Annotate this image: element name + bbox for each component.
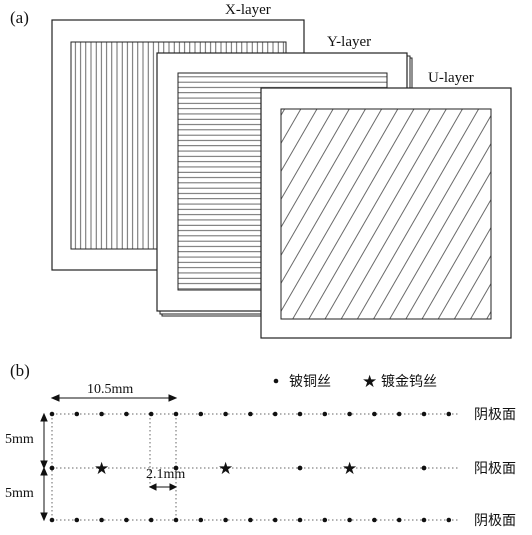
row-label-cathode-bottom: 阴极面 [474,513,516,529]
cathode-wire-bottom [248,517,253,523]
pitch-dimension [50,394,178,402]
cathode-wire-bottom [173,517,179,523]
wire-planes [51,413,458,521]
spacing-dimension [148,483,178,491]
cathode-wire-bottom [347,517,352,523]
cathode-wire-top [248,411,253,417]
cathode-wire-top [322,411,328,417]
cathode-wire-bottom [49,517,55,523]
cathode-wire-top [173,411,179,417]
cathode-wire-top [372,411,377,417]
cathode-wire-bottom [148,517,154,523]
anode-gold-tungsten-wire: ★ [342,459,357,478]
lower-gap-label: 5mm [5,486,34,501]
cathode-wire-top [272,411,278,417]
anode-field-wire [49,465,55,471]
cathode-wire-bottom [198,517,204,523]
cathode-wire-bottom [124,517,129,523]
cathode-wire-bottom [74,517,80,523]
pitch-dimension-label: 10.5mm [87,382,133,397]
anode-field-wire [421,465,427,471]
cathode-wire-top [297,411,303,417]
cathode-wire-top [124,411,129,417]
cathode-wire-bottom [421,517,427,523]
legend-dot-label: 铍铜丝 [289,374,331,390]
panel-b-label: (b) [10,361,30,380]
u-layer-label: U-layer [428,70,474,86]
cathode-wire-top [198,411,204,417]
cathode-wire-top [74,411,80,417]
cathode-wire-top [347,411,352,417]
cathode-wire-top [99,411,104,417]
u-layer-frame [260,87,512,339]
cathode-wire-bottom [372,517,377,523]
legend-dot-icon [273,378,279,384]
panel-a-label: (a) [10,8,29,27]
spacing-dimension-label: 2.1mm [146,467,185,482]
cathode-wire-bottom [272,517,278,523]
cathode-wire-bottom [297,517,303,523]
cathode-wire-top [421,411,427,417]
y-layer-label: Y-layer [327,34,371,50]
x-layer-label: X-layer [225,2,271,18]
cathode-wire-bottom [396,517,402,523]
cathode-wire-top [223,411,228,417]
upper-gap-label: 5mm [5,432,34,447]
cathode-wire-top [148,411,154,417]
anode-field-wire [297,465,303,471]
row-label-cathode-top: 阴极面 [474,407,516,423]
cathode-wire-bottom [446,517,452,523]
anode-gold-tungsten-wire: ★ [94,459,109,478]
anode-gold-tungsten-wire: ★ [218,459,233,478]
cathode-wire-top [446,411,452,417]
legend-star-icon: ★ [362,372,377,391]
cathode-wire-top [396,411,402,417]
wires: ★ ★ ★ [49,411,452,523]
cathode-wire-bottom [223,517,228,523]
row-label-anode: 阳极面 [474,461,516,477]
cathode-wire-top [49,411,55,417]
cathode-wire-bottom [99,517,104,523]
vertical-dimension [40,412,48,522]
legend-star-label: 镀金钨丝 [381,373,437,390]
cathode-wire-bottom [322,517,328,523]
anode-field-wire [173,465,179,471]
